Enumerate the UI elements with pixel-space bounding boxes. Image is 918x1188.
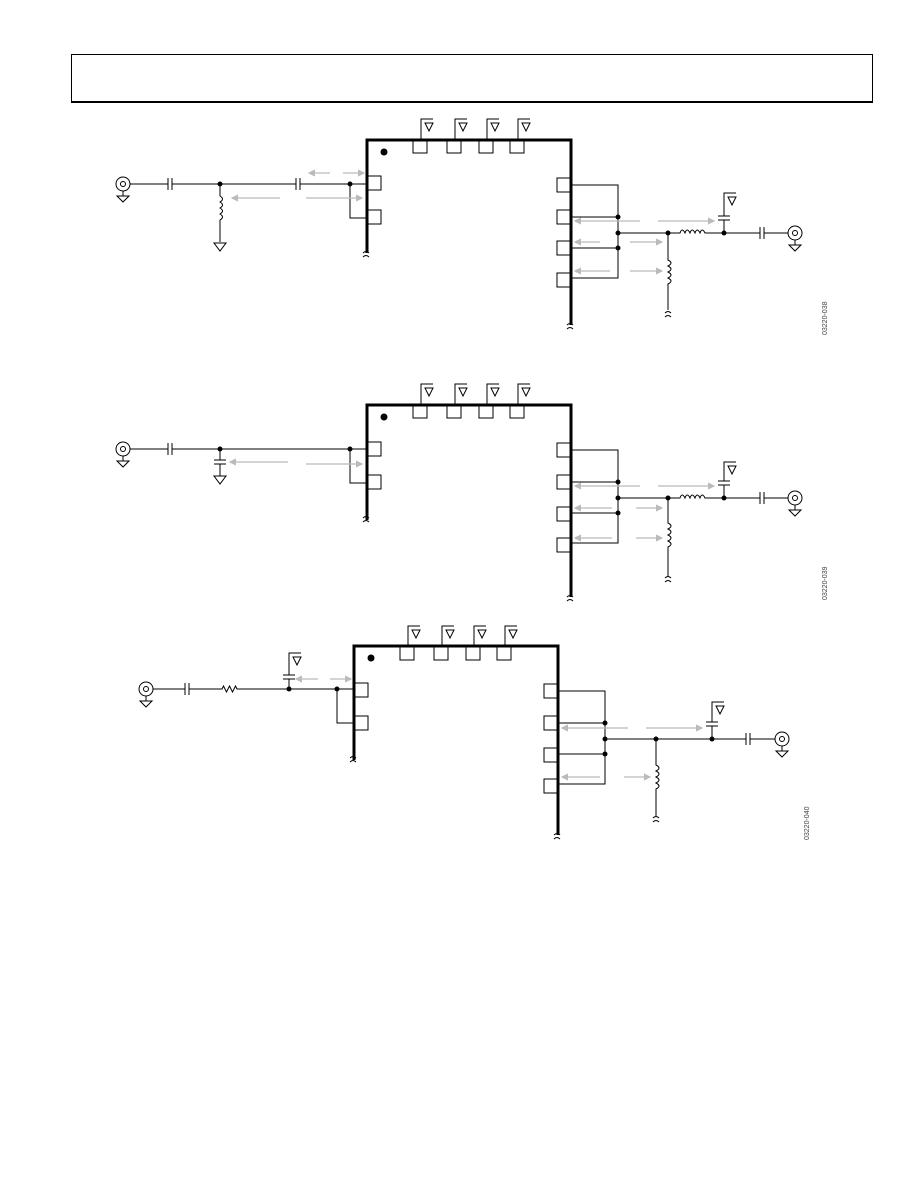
chip-outline: [365, 403, 573, 597]
output-shunt-capacitor: [718, 192, 737, 233]
page-header-box: [71, 54, 873, 103]
input-shunt-capacitor: [213, 449, 227, 485]
output-shunt-inductor: [652, 739, 660, 823]
output-shunt-inductor: [664, 498, 672, 583]
input-shunt-inductor: [219, 184, 223, 242]
chip-outline: [365, 138, 573, 325]
top-pad: [446, 139, 462, 154]
figure-3: 03220-040: [0, 615, 918, 855]
top-pad: [412, 139, 428, 154]
output-bus: [558, 690, 606, 785]
top-ground-symbols: [407, 625, 518, 646]
schematic-3: [138, 625, 790, 840]
inductor-ground: [213, 242, 227, 252]
gray-arrows: [294, 675, 704, 781]
input-trace-series-resistor: [153, 683, 354, 724]
left-pad: [366, 175, 382, 191]
output-bus: [571, 449, 619, 544]
figure-ref-2: 03220-039: [822, 566, 829, 600]
right-pad: [556, 240, 572, 256]
output-bus: [571, 184, 619, 279]
output-trace: [605, 733, 775, 745]
input-connector-ground: [115, 191, 131, 203]
gray-arrows: [228, 458, 716, 542]
gray-arrows: [230, 169, 716, 275]
right-ground-break: [566, 323, 574, 330]
input-connector: [138, 681, 154, 697]
output-connector: [774, 731, 790, 747]
figure-ref-3: 03220-040: [804, 806, 811, 840]
pin1-marker: [380, 413, 388, 421]
pin1-marker: [380, 148, 388, 156]
left-ground-break: [362, 251, 370, 258]
output-trace: [618, 492, 788, 504]
input-connector: [115, 441, 131, 457]
output-shunt-inductor: [664, 233, 672, 318]
figure-1: 03220-038: [0, 110, 918, 350]
right-pad: [556, 209, 572, 225]
right-pad: [556, 177, 572, 193]
top-ground-symbols: [420, 383, 531, 405]
figure-2: 03220-039: [0, 375, 918, 615]
output-connector: [787, 490, 803, 506]
pin1-marker: [367, 654, 375, 662]
output-trace: [618, 227, 788, 239]
chip-outline: [352, 644, 560, 835]
right-pad: [556, 272, 572, 288]
top-ground-symbols: [420, 118, 531, 140]
input-connector: [115, 176, 131, 192]
top-pad: [478, 139, 494, 154]
schematic-2: [115, 383, 803, 602]
input-shunt-capacitor: [283, 652, 302, 689]
output-shunt-capacitor: [706, 701, 725, 739]
figure-ref-1: 03220-038: [822, 301, 829, 335]
output-connector: [787, 225, 803, 241]
top-pad: [509, 139, 525, 154]
left-pad: [366, 209, 382, 225]
input-trace: [130, 443, 367, 484]
output-shunt-capacitor: [718, 461, 737, 498]
schematic-1: [115, 118, 803, 330]
output-connector-ground: [787, 240, 803, 252]
input-trace: [130, 178, 367, 219]
